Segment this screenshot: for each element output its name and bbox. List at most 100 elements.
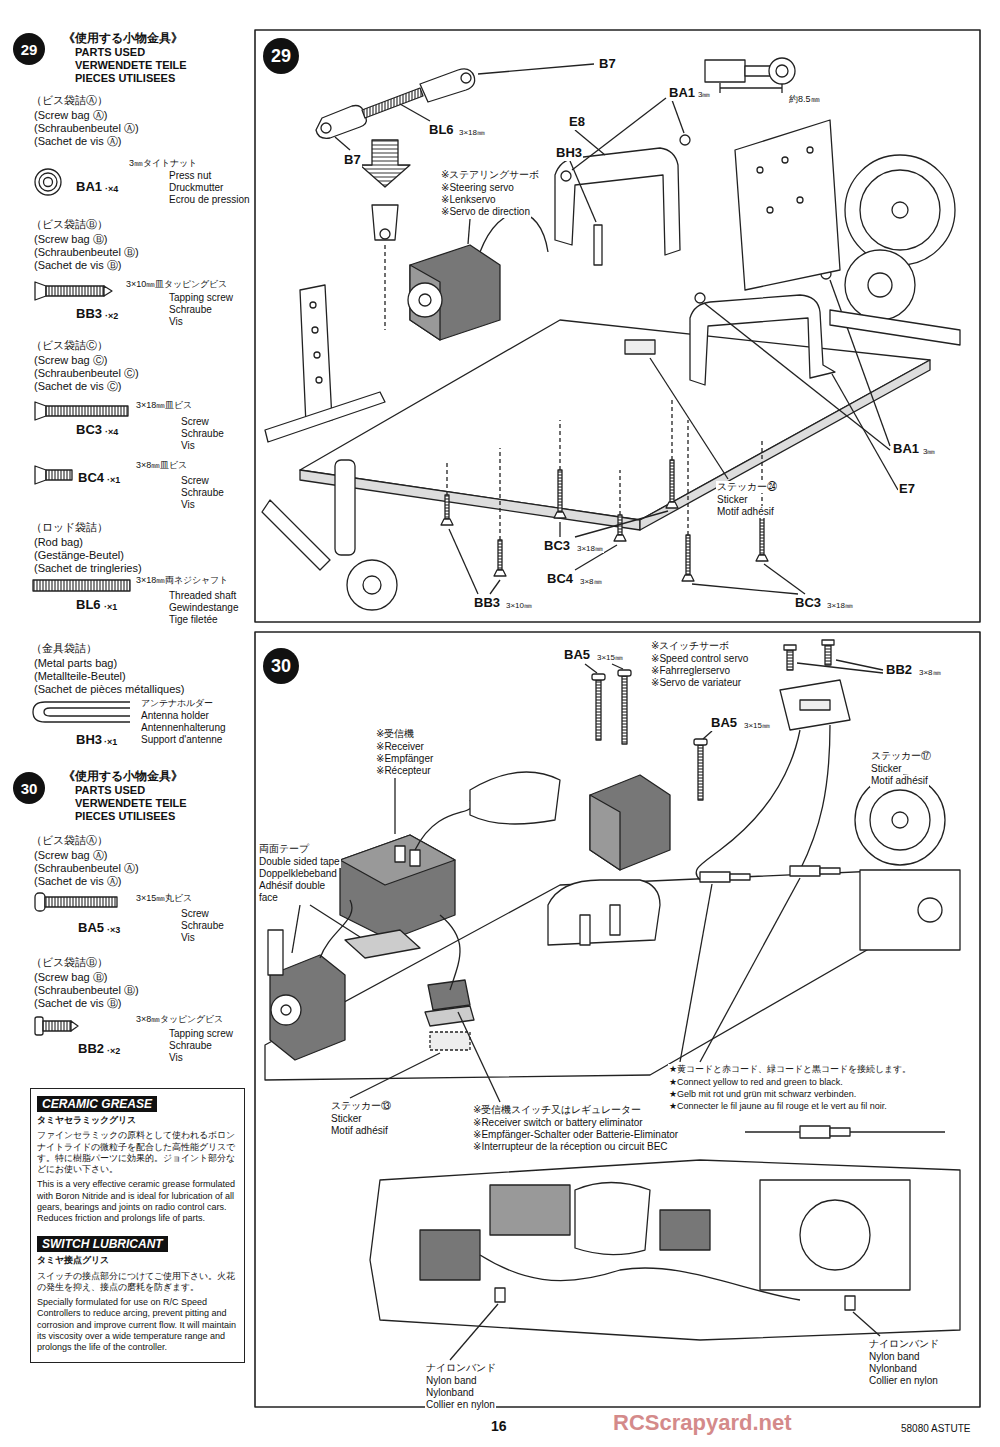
label-text: Nylon band: [868, 1351, 921, 1363]
label-text: Schraube: [168, 304, 213, 316]
part-code: 《使用する小物金具》: [62, 770, 184, 784]
part-code: BB2: [885, 663, 913, 678]
label-text: (Screw bag Ⓒ): [33, 354, 108, 367]
label-text: 58080 ASTUTE: [900, 1423, 971, 1435]
step-badge: 30: [13, 772, 45, 804]
label-text: ※Empfänger: [375, 753, 434, 765]
label-text: Adhésif double: [258, 880, 326, 892]
label-text: (Sachet de tringleries): [33, 562, 143, 575]
label-text: (Sachet de pièces métalliques): [33, 683, 185, 696]
label-text: 3×8㎜皿ビス: [135, 460, 188, 470]
info-text: タミヤ接点グリス: [37, 1255, 238, 1266]
label-text: (Screw bag Ⓐ): [33, 109, 108, 122]
label-text: （金具袋詰）: [30, 642, 98, 655]
label-text: （ビス袋詰Ⓐ）: [30, 94, 109, 107]
label-text: (Sachet de vis Ⓑ): [33, 259, 122, 272]
part-code: BC4: [77, 471, 105, 486]
label-text: (Metal parts bag): [33, 657, 118, 670]
label-text: (Sachet de vis Ⓑ): [33, 997, 122, 1010]
label-text: ※Receiver switch or battery eliminator: [472, 1117, 644, 1129]
part-code: PARTS USED: [74, 784, 146, 797]
info-text: This is a very effective ceramic grease …: [37, 1179, 238, 1224]
part-code: BC3: [75, 423, 103, 438]
part-code: PARTS USED: [74, 46, 146, 59]
label-text: ※Servo de variateur: [650, 677, 742, 689]
label-text: ナイロンバンド: [868, 1338, 940, 1350]
label-text: 3×15㎜: [743, 721, 771, 730]
label-text: （ビス袋詰Ⓐ）: [30, 834, 109, 847]
label-text: ※Empfänger-Schalter oder Batterie-Elimin…: [472, 1129, 679, 1141]
part-code: ·×4: [104, 184, 119, 194]
label-text: (Schraubenbeutel Ⓑ): [33, 984, 140, 997]
label-text: Tapping screw: [168, 292, 234, 304]
label-text: Druckmutter: [168, 182, 224, 194]
label-text: ※スイッチサーボ: [650, 640, 730, 652]
label-text: Vis: [168, 1052, 184, 1064]
label-text: Vis: [180, 932, 196, 944]
label-text: （ビス袋詰Ⓑ）: [30, 218, 109, 231]
label-text: ステッカー㉔: [716, 481, 778, 493]
label-text: Screw: [180, 908, 210, 920]
part-code: E7: [898, 482, 916, 497]
label-text: Nylonband: [425, 1387, 475, 1399]
label-text: Doppelklebeband: [258, 868, 338, 880]
part-code: E8: [568, 115, 586, 130]
part-code: BA5: [77, 921, 105, 936]
part-code: VERWENDETE TEILE: [74, 797, 188, 810]
label-text: 3㎜: [922, 447, 936, 456]
label-text: （ロッド袋詰）: [30, 521, 109, 534]
label-text: Tige filetée: [168, 614, 219, 626]
label-text: (Schraubenbeutel Ⓐ): [33, 122, 140, 135]
part-code: PIECES UTILISEES: [74, 810, 176, 823]
part-code: 《使用する小物金具》: [62, 32, 184, 46]
label-text: Collier en nylon: [425, 1399, 496, 1411]
label-text: Double sided tape: [258, 856, 341, 868]
part-code: BA5: [710, 716, 738, 731]
label-text: (Sachet de vis Ⓐ): [33, 135, 122, 148]
label-text: アンテナホルダー: [140, 698, 214, 708]
step-number: 30: [21, 781, 38, 796]
label-text: （ビス袋詰Ⓒ）: [30, 339, 109, 352]
label-text: Nylonband: [868, 1363, 918, 1375]
part-code: BC3: [543, 539, 571, 554]
label-text: ステッカー⑰: [870, 750, 932, 762]
label-text: Schraube: [180, 428, 225, 440]
info-box: CERAMIC GREASEタミヤセラミックグリスファインセラミックの原料として…: [30, 1088, 245, 1363]
label-text: Collier en nylon: [868, 1375, 939, 1387]
label-text: Vis: [180, 499, 196, 511]
part-code: VERWENDETE TEILE: [74, 59, 188, 72]
label-text: ステッカー⑬: [330, 1100, 392, 1112]
label-text: (Sachet de vis Ⓒ): [33, 380, 122, 393]
step-badge: 30: [263, 648, 299, 684]
part-code: BA1: [75, 180, 103, 195]
product-heading: SWITCH LUBRICANT: [37, 1236, 168, 1252]
label-text: (Screw bag Ⓐ): [33, 849, 108, 862]
label-text: 3×8㎜タッピングビス: [135, 1014, 224, 1024]
label-text: 3×18㎜: [576, 544, 604, 553]
label-text: ※Steering servo: [440, 182, 515, 194]
label-text: ★Connect yellow to red and green to blac…: [668, 1077, 844, 1087]
part-code: BB2: [77, 1042, 105, 1057]
info-text: ファインセラミックの原料として使われるボロンナイトライドの微粒子を配合した高性能…: [37, 1130, 238, 1175]
watermark: RCScrapyard.net: [612, 1410, 793, 1435]
label-text: Sticker: [870, 763, 903, 775]
label-text: (Rod bag): [33, 536, 84, 549]
part-code: BH3: [555, 146, 583, 161]
label-text: ナイロンバンド: [425, 1362, 497, 1374]
label-text: Motif adhésif: [330, 1125, 389, 1137]
step-number: 29: [21, 42, 38, 57]
label-text: Schraube: [168, 1040, 213, 1052]
step-badge: 29: [13, 33, 45, 65]
label-text: Sticker: [330, 1113, 363, 1125]
label-text: ★Gelb mit rot und grün mit schwarz verbi…: [668, 1089, 857, 1099]
label-text: 3×18㎜皿ビス: [135, 400, 193, 410]
label-text: 3×18㎜: [826, 601, 854, 610]
label-text: Screw: [180, 475, 210, 487]
step-number: 29: [271, 47, 291, 65]
label-text: 3×8㎜: [579, 577, 603, 586]
label-text: ※Fahrreglerservo: [650, 665, 731, 677]
part-code: BC4: [546, 572, 574, 587]
step-badge: 29: [263, 38, 299, 74]
part-code: BB3: [473, 596, 501, 611]
label-text: ※Servo de direction: [440, 206, 531, 218]
